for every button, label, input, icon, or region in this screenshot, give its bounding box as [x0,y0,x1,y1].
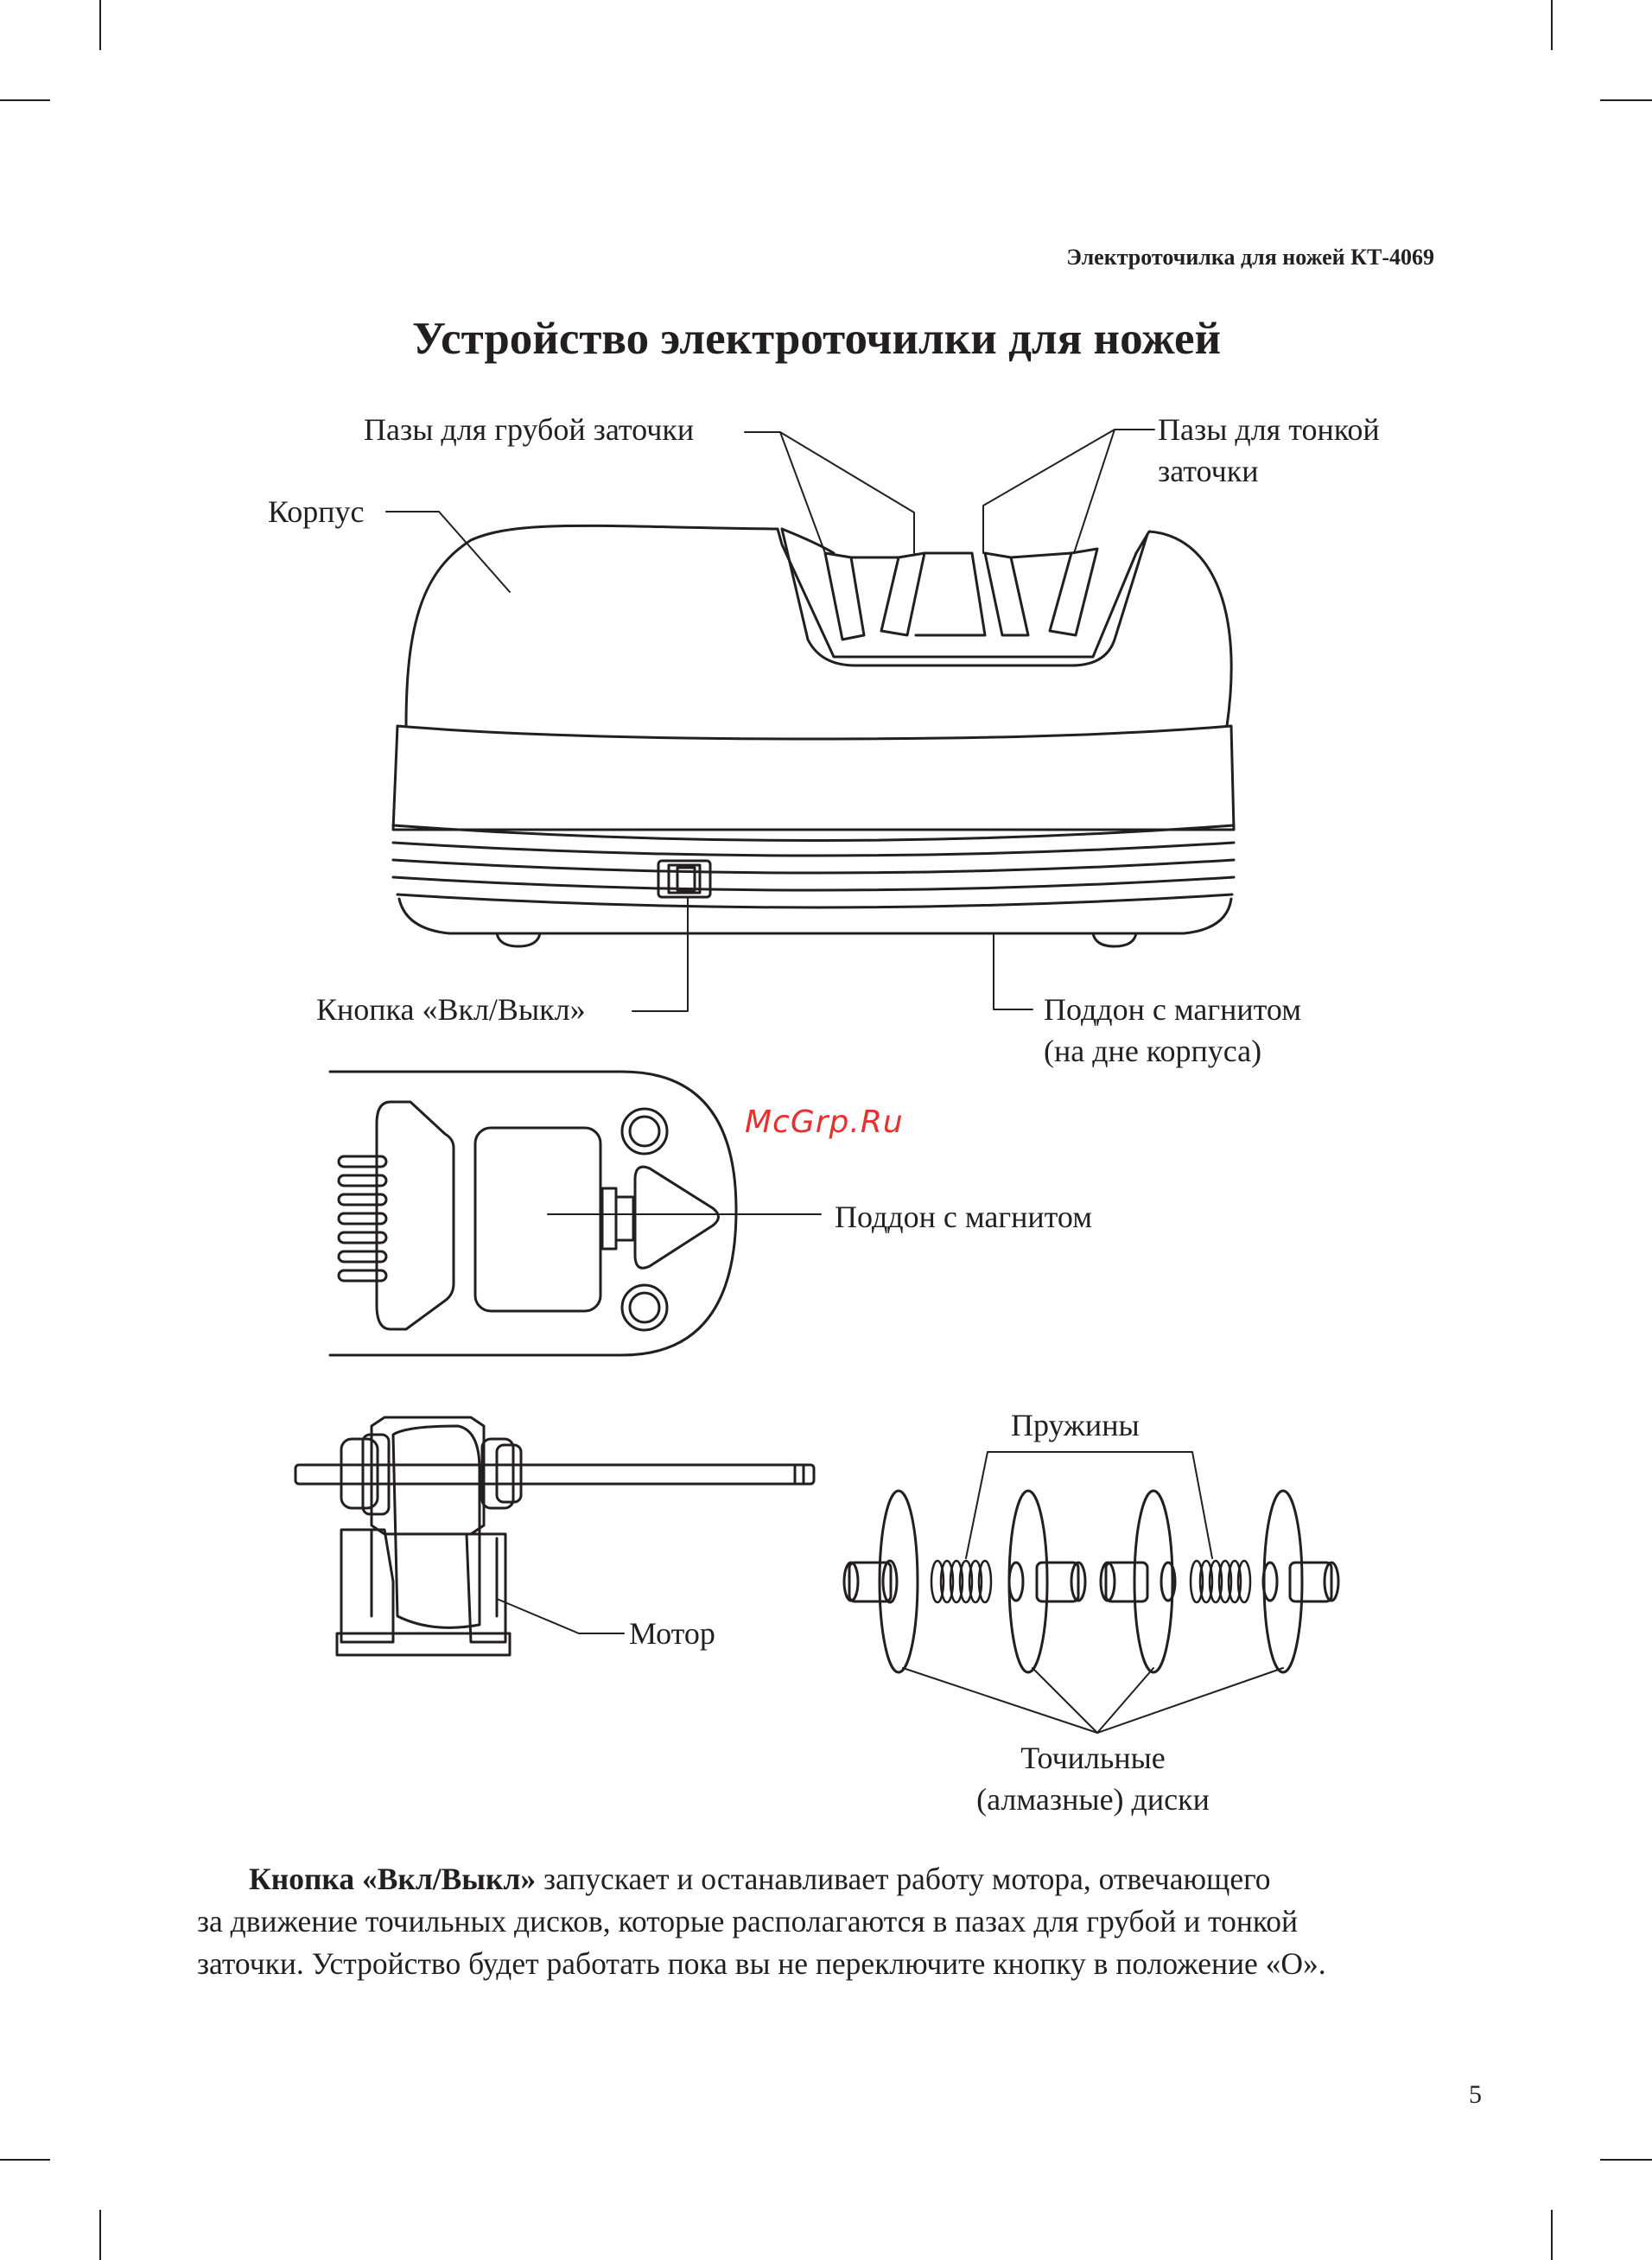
body-text: Кнопка «Вкл/Выкл» запускает и останавлив… [197,1858,1433,1985]
crop-mark [99,0,101,50]
label-coarse-slots: Пазы для грубой заточки [364,412,695,447]
body-line-2: за движение точильных дисков, которые ра… [197,1904,1299,1939]
label-discs-1: Точильные [1020,1741,1166,1775]
running-header: Электроточилка для ножей КТ-4069 [1066,245,1434,270]
crop-mark [1551,2210,1553,2260]
crop-mark [0,2159,50,2161]
page-title: Устройство электроточилки для ножей [411,314,1222,364]
label-fine-slots-2: заточки [1158,454,1259,488]
crop-mark [0,99,50,101]
crop-mark [1551,0,1553,50]
crop-mark [99,2210,101,2260]
label-housing: Корпус [268,494,365,529]
crop-mark [1600,99,1652,101]
label-magnet-tray-1: Поддон с магнитом [1044,992,1302,1027]
label-magnet-tray-bottom: Поддон с магнитом [835,1200,1093,1234]
body-line-1: Кнопка «Вкл/Выкл» запускает и останавлив… [197,1858,1433,1900]
body-line-3: заточки. Устройство будет работать пока … [197,1946,1326,1981]
label-fine-slots-1: Пазы для тонкой [1158,412,1380,447]
sharpener-body [391,524,1236,948]
tray-bottom-view [328,1070,822,1357]
discs-drawing [842,1451,1340,1734]
label-magnet-tray-2: (на дне корпуса) [1044,1034,1262,1068]
label-power-button: Кнопка «Вкл/Выкл» [316,992,586,1027]
crop-mark [1600,2159,1652,2161]
label-motor: Мотор [629,1616,715,1651]
body-bold-lead: Кнопка «Вкл/Выкл» [249,1862,537,1896]
leader-lines [385,429,1155,1012]
motor-drawing [294,1416,816,1657]
label-springs: Пружины [1011,1408,1140,1442]
page-number: 5 [1469,2080,1482,2109]
label-discs-2: (алмазные) диски [976,1782,1210,1817]
body-line-1-rest: запускает и останавливает работу мотора,… [536,1862,1271,1896]
watermark: McGrp.Ru [745,1105,904,1140]
